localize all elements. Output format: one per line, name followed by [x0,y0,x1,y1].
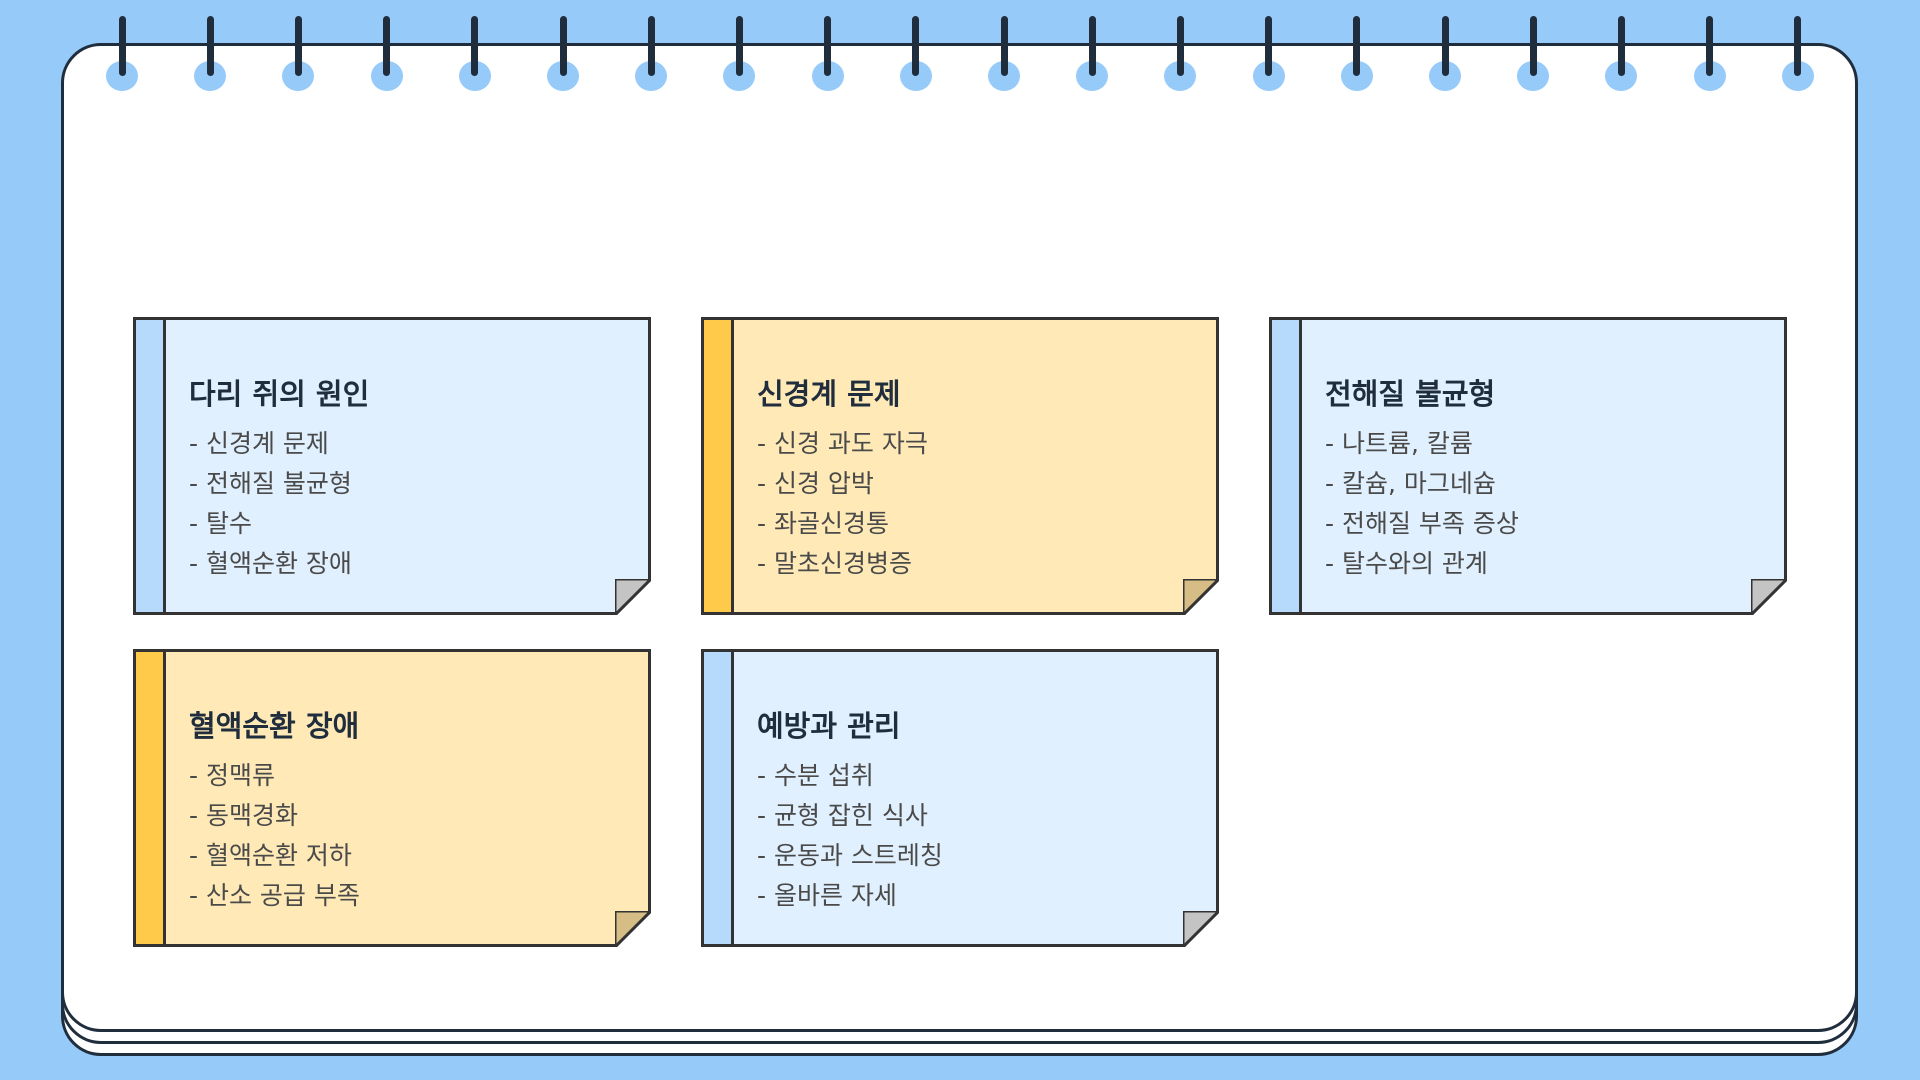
binding-ring [1706,16,1714,76]
binding-ring [1794,16,1802,76]
list-item: - 산소 공급 부족 [189,881,360,910]
card-list: - 신경계 문제 - 전해질 불균형 - 탈수 - 혈액순환 장애 [189,424,628,584]
card-list: - 정맥류 - 동맥경화 - 혈액순환 저하 - 산소 공급 부족 [189,756,628,916]
binding-ring [1617,16,1625,76]
list-item: - 정맥류 [189,761,275,790]
list-item: - 운동과 스트레칭 [757,841,943,870]
binding-ring [647,16,655,76]
binding-ring [206,16,214,76]
binding-ring [1176,16,1184,76]
card-content: 다리 쥐의 원인 - 신경계 문제 - 전해질 불균형 - 탈수 - 혈액순환 … [189,377,628,584]
card-leg-cramp-causes: 다리 쥐의 원인 - 신경계 문제 - 전해질 불균형 - 탈수 - 혈액순환 … [133,317,651,615]
list-item: - 균형 잡힌 식사 [757,801,928,830]
card-stripe [704,652,734,944]
list-item: - 나트륨, 칼륨 [1325,429,1473,458]
card-title: 혈액순환 장애 [189,709,360,743]
card-list: - 신경 과도 자극 - 신경 압박 - 좌골신경통 - 말초신경병증 [757,424,1196,584]
list-item: - 혈액순환 저하 [189,841,352,870]
card-content: 예방과 관리 - 수분 섭취 - 균형 잡힌 식사 - 운동과 스트레칭 - 올… [757,709,1196,916]
list-item: - 칼슘, 마그네슘 [1325,469,1496,498]
list-item: - 말초신경병증 [757,549,912,578]
card-content: 혈액순환 장애 - 정맥류 - 동맥경화 - 혈액순환 저하 - 산소 공급 부… [189,709,628,916]
list-item: - 신경 과도 자극 [757,429,928,458]
page-fold-icon [1183,579,1219,615]
binding-ring [1529,16,1537,76]
list-item: - 올바른 자세 [757,881,897,910]
binding-ring [735,16,743,76]
list-item: - 탈수 [189,509,252,538]
card-nervous-system: 신경계 문제 - 신경 과도 자극 - 신경 압박 - 좌골신경통 - 말초신경… [701,317,1219,615]
spiral-binding [0,0,1920,100]
binding-ring [471,16,479,76]
card-stripe [1272,320,1302,612]
page-fold-icon [615,911,651,947]
card-prevention-management: 예방과 관리 - 수분 섭취 - 균형 잡힌 식사 - 운동과 스트레칭 - 올… [701,649,1219,947]
list-item: - 혈액순환 장애 [189,549,352,578]
page-fold-icon [615,579,651,615]
binding-ring [1353,16,1361,76]
binding-ring [1441,16,1449,76]
binding-ring [824,16,832,76]
list-item: - 동맥경화 [189,801,298,830]
card-stripe [136,320,166,612]
card-stripe [136,652,166,944]
list-item: - 전해질 부족 증상 [1325,509,1519,538]
binding-ring [559,16,567,76]
card-circulation-disorder: 혈액순환 장애 - 정맥류 - 동맥경화 - 혈액순환 저하 - 산소 공급 부… [133,649,651,947]
card-stripe [704,320,734,612]
card-list: - 나트륨, 칼륨 - 칼슘, 마그네슘 - 전해질 부족 증상 - 탈수와의 … [1325,424,1764,584]
binding-ring [1265,16,1273,76]
list-item: - 전해질 불균형 [189,469,352,498]
binding-ring [118,16,126,76]
card-list: - 수분 섭취 - 균형 잡힌 식사 - 운동과 스트레칭 - 올바른 자세 [757,756,1196,916]
binding-ring [1088,16,1096,76]
binding-ring [383,16,391,76]
binding-ring [294,16,302,76]
binding-ring [912,16,920,76]
card-content: 전해질 불균형 - 나트륨, 칼륨 - 칼슘, 마그네슘 - 전해질 부족 증상… [1325,377,1764,584]
card-title: 다리 쥐의 원인 [189,377,370,411]
card-title: 전해질 불균형 [1325,377,1496,411]
list-item: - 신경 압박 [757,469,874,498]
binding-ring [1000,16,1008,76]
list-item: - 탈수와의 관계 [1325,549,1488,578]
card-electrolyte-imbalance: 전해질 불균형 - 나트륨, 칼륨 - 칼슘, 마그네슘 - 전해질 부족 증상… [1269,317,1787,615]
list-item: - 수분 섭취 [757,761,874,790]
card-title: 신경계 문제 [757,377,901,411]
list-item: - 신경계 문제 [189,429,329,458]
card-content: 신경계 문제 - 신경 과도 자극 - 신경 압박 - 좌골신경통 - 말초신경… [757,377,1196,584]
list-item: - 좌골신경통 [757,509,889,538]
page-fold-icon [1183,911,1219,947]
page-fold-icon [1751,579,1787,615]
card-title: 예방과 관리 [757,709,901,743]
